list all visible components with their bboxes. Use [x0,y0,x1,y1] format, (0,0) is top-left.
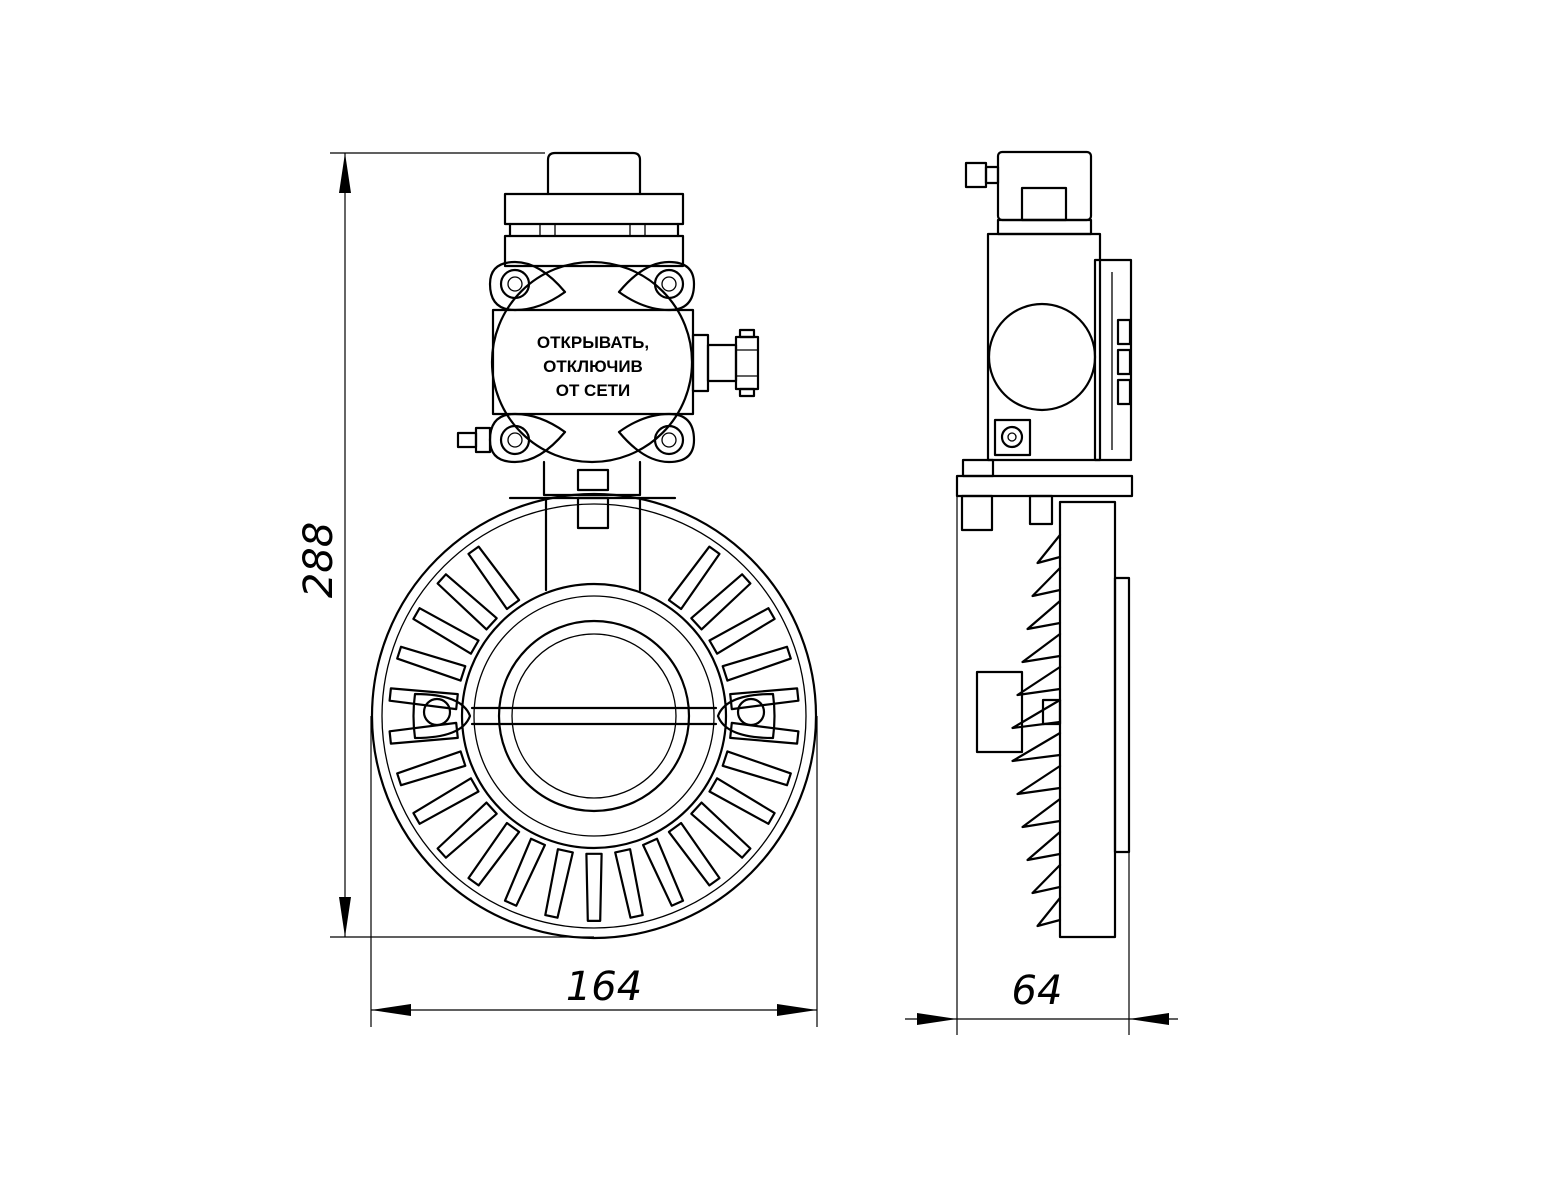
side-fin [1021,632,1062,664]
heatsink-fin [585,852,603,922]
side-fin [1036,896,1062,928]
heatsink-fin [729,687,800,711]
side-fin [1016,665,1062,697]
ground-screw [456,426,492,454]
heatsink-fin [544,848,574,919]
label-line-3: ОТ СЕТИ [556,381,631,400]
bolt-lug-bottom-right [617,412,696,464]
bolt-lug-top-left [488,260,567,312]
bolt-lug-top-right [617,260,696,312]
heatsink-fin [708,607,776,655]
side-fin [1036,533,1062,565]
bolt-lug-bottom-left [488,412,567,464]
side-fin [1021,797,1062,829]
dim-width-front-text: 164 [566,964,642,1010]
heatsink-fin [690,801,752,859]
side-fin [1026,599,1062,631]
heatsink-fin [729,721,800,745]
heatsink-fins [388,545,800,922]
heatsink-fin [396,645,467,682]
dimension-height: 288 [296,152,594,938]
side-top-cap [964,150,1093,222]
dim-width-side-text: 64 [1012,968,1063,1014]
heatsink-fin [396,750,467,787]
heatsink-fin [721,750,792,787]
label-line-1: ОТКРЫВАТЬ, [537,333,649,352]
heatsink-fin [667,821,721,887]
heatsink-fin [642,837,685,907]
dim-height-text: 288 [296,522,342,598]
heatsink-fin [436,573,498,631]
heatsink-fin [467,545,521,611]
heatsink-fin [503,837,546,907]
mount-lug-left [412,692,472,740]
cable-gland [691,328,760,398]
heatsink-fin [412,777,480,825]
heatsink-fin [412,607,480,655]
heatsink-fin [436,801,498,859]
heatsink-fin [614,848,644,919]
top-cap [503,151,685,268]
front-view: ОТКРЫВАТЬ, ОТКЛЮЧИВ ОТ СЕТИ [370,151,818,940]
heatsink-disc [370,492,818,940]
side-base-plate [955,458,1134,532]
heatsink-fin [708,777,776,825]
dimension-width-side: 64 [905,496,1178,1035]
side-fin [1011,731,1062,763]
heatsink-fin [467,821,521,887]
side-heatsink [975,500,1131,939]
heatsink-fin [721,645,792,682]
mount-lug-right [716,692,776,740]
heatsink-fin [690,573,752,631]
heatsink-fin [667,545,721,611]
heatsink-fin [388,687,459,711]
side-housing [986,218,1133,462]
side-fin [1031,566,1062,598]
side-fin [1016,764,1062,796]
side-view [955,150,1134,939]
side-fin [1026,830,1062,862]
side-fin [1031,863,1062,895]
heatsink-fin [388,721,459,745]
side-fins [1011,533,1062,928]
dimension-width-front: 164 [370,716,818,1027]
label-line-2: ОТКЛЮЧИВ [543,357,643,376]
